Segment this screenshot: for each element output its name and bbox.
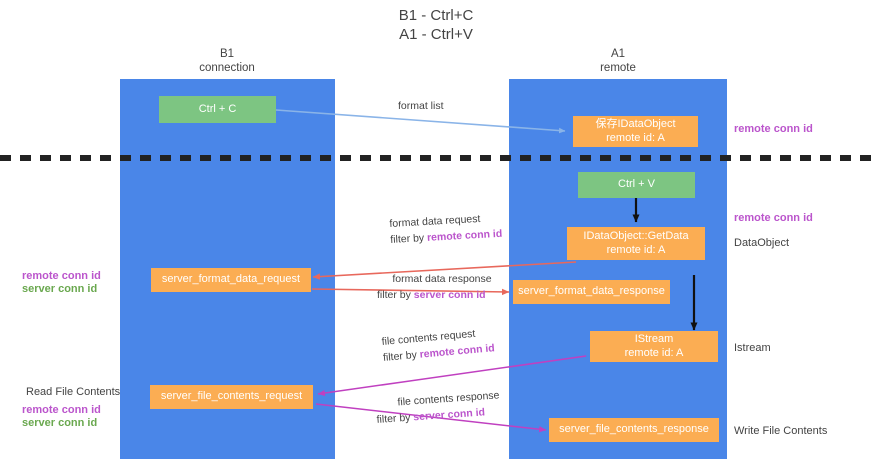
- right-label-dataobject: DataObject: [734, 237, 790, 249]
- caption-file-contents-response-highlight: server conn id: [412, 406, 486, 424]
- left-label-server-conn-id: server conn id: [22, 283, 98, 295]
- node-server-file-contents-response-label: server_file_contents_response: [559, 423, 709, 436]
- node-server-file-contents-request-label: server_file_contents_request: [160, 390, 303, 403]
- node-idataobject-getdata-line2: remote id: A: [606, 243, 666, 256]
- caption-file-contents-response-prefix: filter by: [376, 411, 414, 426]
- column-title-b1: B1 connection: [199, 48, 255, 74]
- right-label-remote-conn-id-mid: remote conn id: [734, 212, 813, 224]
- edge-format-data-response: [311, 288, 510, 296]
- node-istream-line1: IStream: [634, 333, 674, 345]
- caption-format-data-request-highlight: remote conn id: [426, 227, 503, 244]
- node-server-format-data-response-label: server_format_data_response: [518, 285, 665, 298]
- node-istream-line2: remote id: A: [624, 346, 684, 359]
- edge-format-data-request: [312, 261, 577, 280]
- node-ctrl-v-label: Ctrl + V: [618, 178, 655, 191]
- edge-file-contents-response: [315, 403, 547, 433]
- page-title: B1 - Ctrl+C A1 - Ctrl+V: [398, 7, 474, 43]
- caption-format-list-line1: format list: [398, 100, 444, 112]
- node-server-format-data-request[interactable]: server_format_data_request: [151, 268, 311, 292]
- caption-format-list: format list: [398, 98, 444, 114]
- edge-file-contents-request: [317, 355, 587, 397]
- edge-format-list: [275, 109, 566, 134]
- node-istream[interactable]: IStream remote id: A: [590, 331, 718, 362]
- left-label-server-conn-id-2: server conn id: [22, 417, 98, 429]
- node-save-idataobject-line2: remote id: A: [606, 131, 665, 144]
- node-server-format-data-request-label: server_format_data_request: [161, 273, 301, 286]
- left-label-remote-conn-id-2: remote conn id: [22, 404, 101, 416]
- left-label-read-file-contents: Read File Contents: [26, 386, 121, 398]
- node-idataobject-getdata[interactable]: IDataObject::GetData remote id: A: [567, 227, 705, 260]
- caption-format-data-response-line2: filter by server conn id: [377, 287, 507, 303]
- caption-format-data-response-highlight: server conn id: [413, 289, 486, 301]
- right-label-istream: Istream: [734, 342, 771, 354]
- caption-format-data-request: format data request filter by remote con…: [389, 210, 503, 248]
- node-ctrl-v[interactable]: Ctrl + V: [578, 172, 695, 198]
- node-save-idataobject-line1: 保存IDataObject: [595, 118, 676, 130]
- node-server-file-contents-request[interactable]: server_file_contents_request: [150, 385, 313, 409]
- caption-format-data-response: format data response filter by server co…: [377, 271, 507, 303]
- left-label-remote-conn-id: remote conn id: [22, 270, 101, 282]
- section-separator: [0, 155, 871, 161]
- column-title-a1: A1 remote: [600, 48, 636, 74]
- caption-file-contents-request-prefix: filter by: [382, 348, 421, 364]
- caption-format-data-response-prefix: filter by: [377, 289, 414, 301]
- right-label-remote-conn-id-top: remote conn id: [734, 123, 813, 135]
- node-server-format-data-response[interactable]: server_format_data_response: [513, 280, 670, 304]
- node-ctrl-c-label: Ctrl + C: [198, 102, 237, 115]
- caption-format-data-response-line1: format data response: [392, 273, 492, 285]
- node-ctrl-c[interactable]: Ctrl + C: [159, 96, 276, 123]
- node-idataobject-getdata-line1: IDataObject::GetData: [583, 230, 689, 242]
- node-server-file-contents-response[interactable]: server_file_contents_response: [549, 418, 719, 442]
- right-label-write-file-contents: Write File Contents: [734, 425, 828, 437]
- node-save-idataobject[interactable]: 保存IDataObject remote id: A: [573, 116, 698, 147]
- caption-format-data-request-prefix: filter by: [390, 231, 428, 246]
